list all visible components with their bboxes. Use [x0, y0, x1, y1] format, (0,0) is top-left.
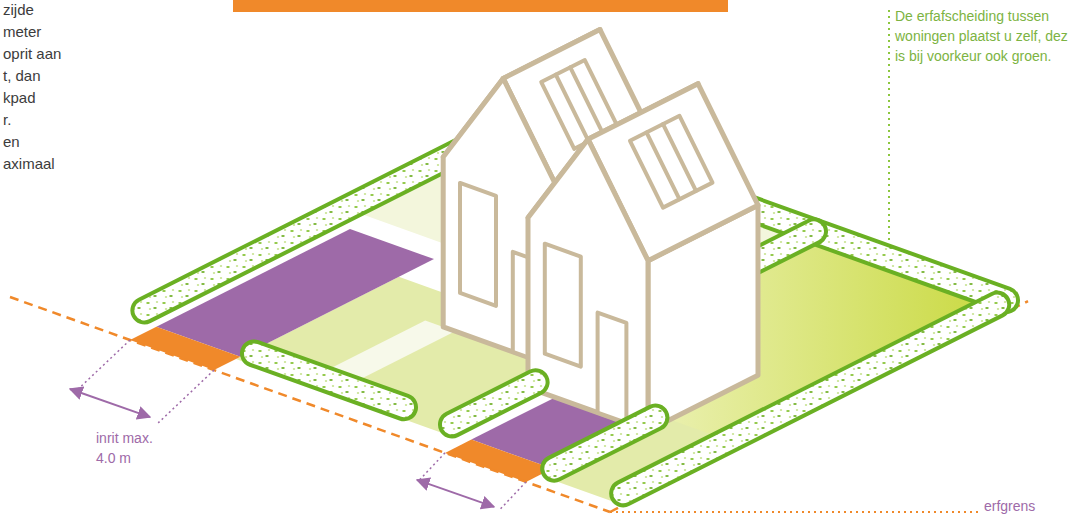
paragraph-fragment: oprit aan [3, 44, 61, 64]
hedge-outline [623, 305, 997, 494]
door [598, 313, 627, 423]
callout-note: De erfafscheiding tussen woningen plaats… [895, 6, 1075, 66]
skylight-bar [647, 132, 680, 199]
skylight-bar [570, 67, 603, 134]
window [460, 183, 496, 306]
ground [10, 10, 1028, 512]
paragraph-fragment: kpad [3, 88, 36, 108]
boundary-leader [610, 511, 978, 513]
hedge-leaves [623, 305, 997, 494]
dimension-label: inrit max. 4.0 m [96, 428, 170, 468]
extension-line [418, 453, 445, 482]
extension-line [74, 340, 130, 393]
hedge-leaves [452, 382, 536, 424]
skylight-bar [663, 124, 696, 191]
front-hedges [254, 305, 997, 494]
callout-leader [888, 10, 890, 262]
header-bar [233, 0, 728, 12]
hedge-leaves [254, 353, 404, 407]
entrance-zone [445, 440, 552, 482]
paragraph-fragment: zijde [3, 0, 34, 20]
boundary-label: erfgrens [984, 496, 1035, 516]
entrance-zone [130, 327, 240, 370]
paragraph-fragment: en [3, 132, 20, 152]
paragraph-fragment: aximaal [3, 154, 55, 174]
hedge-outline [452, 382, 536, 424]
paragraph-fragment: meter [3, 22, 41, 42]
extension-line [158, 370, 214, 423]
hedge-outline [554, 418, 655, 469]
hedge-outline [254, 353, 404, 407]
skylight-bar [556, 75, 589, 142]
extension-line [499, 482, 526, 511]
window [545, 244, 581, 367]
paragraph-fragment: t, dan [3, 66, 41, 86]
hedge-leaves [554, 418, 655, 469]
skylight [630, 116, 713, 208]
houses [443, 30, 758, 431]
dimension-arrow [417, 480, 494, 507]
dimension-arrow [70, 389, 150, 417]
paragraph-fragment: r. [3, 110, 11, 130]
